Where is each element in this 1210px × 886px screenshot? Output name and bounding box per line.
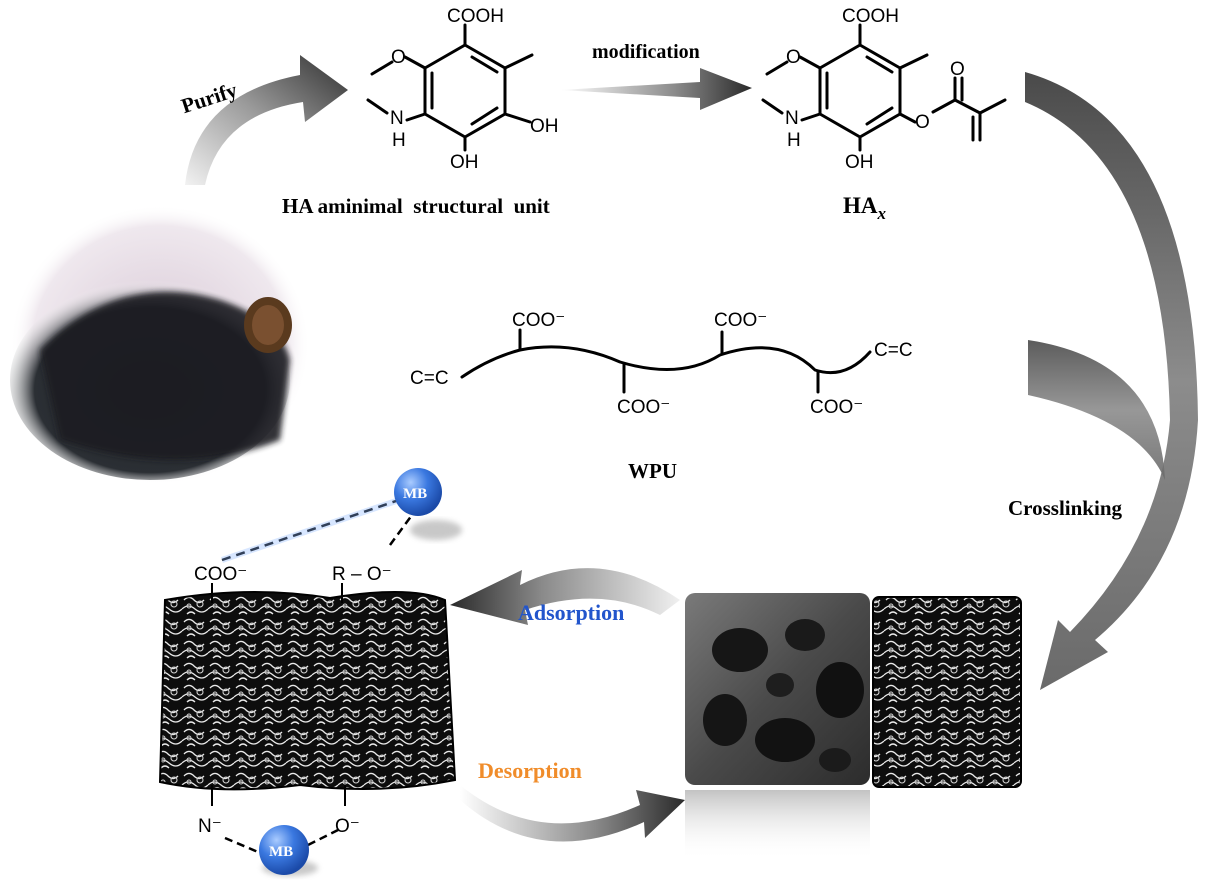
sem-reflection	[685, 790, 870, 860]
wpu-c-eq-c-left: C=C	[410, 368, 449, 389]
ha-h-label: H	[392, 130, 406, 151]
desorption-arrow	[460, 785, 685, 842]
fresh-foam-block	[872, 596, 1022, 788]
hax-cooh-label: COOH	[842, 6, 899, 27]
hax-methoxy-o-label: O	[786, 47, 801, 68]
hax-carbonyl-o-label: O	[950, 59, 965, 80]
modification-label: modification	[592, 41, 700, 63]
mb-bottom-label: MB	[269, 844, 293, 860]
foam-ro-label: R – O⁻	[332, 564, 392, 585]
adsorption-arrow	[450, 568, 680, 625]
wpu-caption: WPU	[628, 459, 677, 483]
humic-acid-photo	[10, 205, 310, 485]
mb-binding-lines	[211, 495, 414, 854]
ha-n-label: N	[390, 108, 404, 129]
wpu-coo-3: COO⁻	[714, 310, 767, 331]
hax-oh-bottom-label: OH	[845, 152, 874, 173]
mb-top-label: MB	[403, 486, 427, 502]
purify-arrow	[185, 55, 348, 185]
ha-structural-unit-molecule	[366, 23, 534, 152]
foam-n-minus-label: N⁻	[198, 816, 222, 837]
wpu-coo-1: COO⁻	[512, 310, 565, 331]
wpu-c-eq-c-right: C=C	[874, 340, 913, 361]
foam-o-minus-label: O⁻	[335, 816, 360, 837]
adsorbed-foam-block	[158, 590, 457, 791]
desorption-label: Desorption	[478, 758, 582, 783]
hax-h-label: H	[787, 130, 801, 151]
hax-caption: HAx	[843, 193, 887, 223]
hax-molecule	[761, 23, 1007, 152]
crosslinking-arrow-upper	[1025, 72, 1198, 690]
wpu-coo-2: COO⁻	[617, 397, 670, 418]
mb-sphere-bottom: MB	[259, 825, 318, 876]
ha-cooh-label: COOH	[447, 6, 504, 27]
crosslinking-label: Crosslinking	[1008, 496, 1122, 520]
modification-arrow	[560, 68, 752, 110]
adsorption-label: Adsorption	[518, 600, 624, 625]
ha-oh-right-label: OH	[530, 116, 559, 137]
foam-coo-label: COO⁻	[194, 564, 247, 585]
hax-ester-o-label: O	[915, 112, 930, 133]
ha-methoxy-o-label: O	[391, 47, 406, 68]
crosslinking-arrow-lower	[1028, 340, 1165, 480]
ha-unit-caption: HA aminimal structural unit	[282, 194, 550, 218]
mb-sphere-top: MB	[394, 468, 462, 540]
wpu-coo-4: COO⁻	[810, 397, 863, 418]
ha-oh-bottom-label: OH	[450, 152, 479, 173]
hax-n-label: N	[785, 108, 799, 129]
wpu-chain	[460, 328, 872, 394]
sem-micrograph	[685, 593, 870, 785]
